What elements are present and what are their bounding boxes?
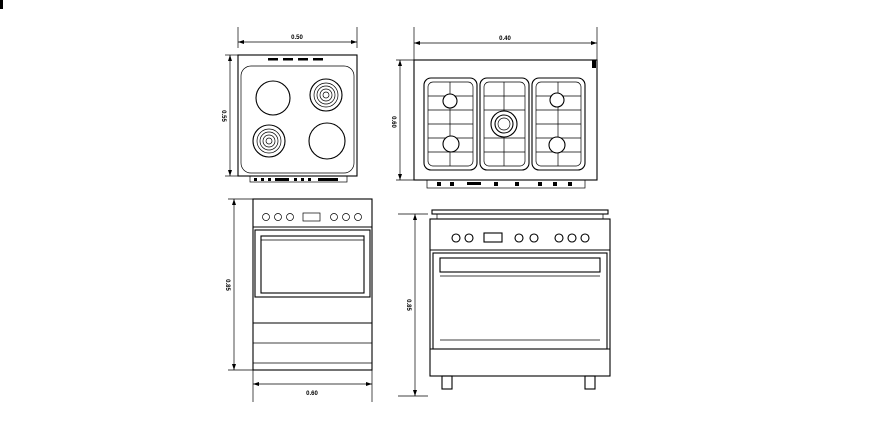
dim-top-depth-large: 0.60 [390,59,414,181]
dim-front-height-small: 0.85 [224,198,253,371]
dim-label-top-width-small: 0.50 [291,35,303,41]
burner-back-right [549,92,565,108]
foot-right [584,375,596,390]
burner-back-left [442,93,458,109]
grate-left [423,77,478,171]
dim-front-width-small: 0.60 [252,370,373,402]
corner-mark [0,0,3,9]
front-view-large-cooker: 0.85 [398,209,611,397]
dim-front-height-large: 0.85 [398,213,428,397]
top-view-large-cooker: 0.40 0.60 [390,27,598,189]
burner-front-left [442,135,460,153]
dim-label-front-width-small: 0.60 [306,391,318,397]
burner-front-right [548,136,566,154]
dim-top-depth-small: 0.55 [220,54,238,177]
front-view-small-cooker: 0.85 0.60 [224,198,373,402]
dim-label-front-height-large: 0.85 [405,299,411,311]
dim-label-top-depth-large: 0.60 [390,116,396,128]
hotplate-front-right [308,122,346,160]
dim-label-front-height-small: 0.85 [224,279,230,291]
hotplate-front-left [252,124,286,158]
grate-right [531,77,586,171]
top-view-small-cooker: 0.50 0.55 [220,27,358,183]
hotplate-back-left [255,80,291,116]
dim-label-top-width-large: 0.40 [499,36,511,42]
foot-left [441,375,453,390]
dim-top-width-small: 0.50 [237,27,358,48]
dim-top-width-large: 0.40 [413,27,598,60]
hotplate-back-right [309,78,343,112]
grate-center [479,77,530,171]
burner-center-wok [490,110,518,138]
dim-label-top-depth-small: 0.55 [220,110,226,122]
